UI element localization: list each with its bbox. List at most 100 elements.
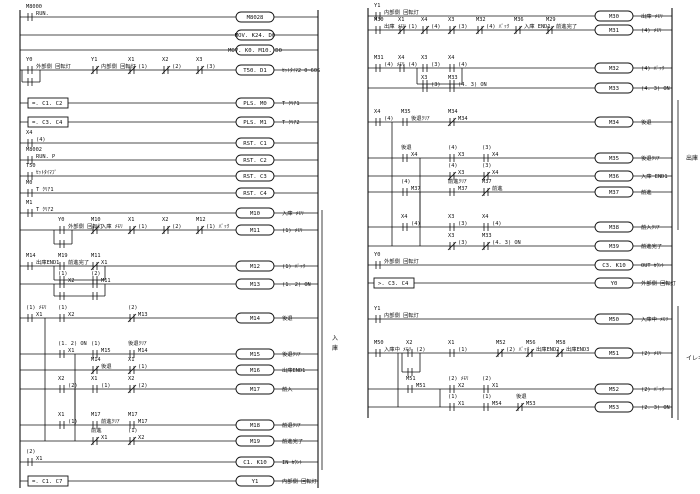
contact-slash (90, 436, 100, 446)
coil-text: M30 (609, 14, 619, 20)
contact-slash (495, 348, 505, 358)
contact-slash (525, 348, 535, 358)
coil-text: MOV. K24. D0 (235, 33, 275, 39)
device-label: M52 (496, 340, 506, 346)
device-comment: 出庫 ﾒﾓﾘ (384, 22, 406, 30)
device-comment: 出庫END1 (36, 258, 59, 266)
device-label: (2) (26, 449, 36, 455)
coil-comment: (4) ﾒﾓﾘ (641, 27, 662, 34)
contact-slash (127, 225, 137, 235)
device-label: M51 (406, 376, 416, 382)
coil-comment: (4) ﾊﾞｯｸ (641, 65, 665, 72)
device-label: (2) (91, 271, 101, 277)
device-label: X4 (401, 214, 407, 220)
device-label: 後退 (401, 143, 412, 151)
device-label: X4 (421, 17, 427, 23)
contact-slash (481, 171, 491, 181)
device-comment: M11 (101, 278, 111, 284)
device-label: X4 (374, 109, 380, 115)
device-comment: 内部側 回転灯 (101, 62, 137, 70)
coil-text: M13 (250, 282, 260, 288)
device-comment: X4 (492, 152, 498, 158)
contact-slash (90, 365, 100, 375)
coil-text: M15 (250, 352, 260, 358)
device-comment: 出庫END3 (566, 345, 589, 353)
device-label: X1 (398, 17, 404, 23)
device-comment: M14 (138, 348, 148, 354)
device-comment: X1 (101, 260, 107, 266)
coil-text: M14 (250, 316, 261, 322)
device-label: M30 (374, 17, 384, 23)
device-label: X4 (448, 55, 454, 61)
device-comment: M13 (138, 312, 148, 318)
device-comment: (2) (172, 64, 182, 70)
coil-comment: (2. 3) ON (641, 405, 670, 411)
contact-slash (513, 25, 523, 35)
device-comment: (4) (384, 116, 394, 122)
device-comment: 前進完了 (68, 258, 89, 266)
device-label: (1) (128, 428, 138, 434)
instruction-box (27, 475, 69, 487)
coil-text: M32 (609, 66, 619, 72)
device-comment: X1 (68, 348, 74, 354)
coil-text: M39 (609, 244, 619, 250)
coil-text: M19 (250, 439, 260, 445)
device-comment: (3) (431, 62, 441, 68)
contact-slash (481, 241, 491, 251)
coil-comment: T ｸﾘｱ2 (282, 119, 300, 126)
contact-slash (161, 225, 171, 235)
coil-text: M31 (609, 28, 619, 34)
device-comment: (3) (458, 240, 468, 246)
coil-text: M36 (609, 174, 619, 180)
coil-text: M10 (250, 211, 260, 217)
device-comment: 内部側 回転灯 (384, 8, 420, 16)
device-comment: (2) (172, 224, 182, 230)
device-comment: 出庫END2 (536, 345, 559, 353)
contact-slash (420, 25, 430, 35)
coil-comment: (4. 3) ON (641, 86, 670, 92)
device-comment: 入庫中 ﾒﾓﾘ (384, 345, 411, 353)
device-comment: M34 (458, 116, 468, 122)
device-label: X3 (448, 233, 454, 239)
device-label: 後退ｸﾘｱ (128, 339, 147, 347)
contact-slash (447, 171, 457, 181)
contact-slash (195, 225, 205, 235)
contact-slash (481, 187, 491, 197)
device-comment: (2) (138, 383, 148, 389)
device-label: T50 (26, 163, 36, 169)
device-label: X1 (128, 57, 134, 63)
coil-comment: (1) ﾊﾞｯｸ (282, 263, 306, 270)
coil-text: M34 (609, 120, 620, 126)
contact-slash (127, 313, 137, 323)
contact-slash (127, 365, 137, 375)
device-comment: (4) ﾊﾞｯｸ (486, 23, 510, 30)
device-label: X1 (91, 376, 97, 382)
device-comment: (1) (458, 347, 468, 353)
device-label: M11 (91, 253, 101, 259)
device-comment: M51 (416, 383, 426, 389)
coil-text: MOV. K0. M10. D0 (228, 48, 282, 54)
device-label: M14 (91, 357, 101, 363)
device-label: X1 (128, 357, 134, 363)
coil-text: M18 (250, 423, 261, 429)
contact-slash (90, 225, 100, 235)
section-label: 入 (332, 335, 338, 342)
device-comment: 外部側 回転灯 (384, 257, 420, 265)
device-label: M10 (91, 217, 101, 223)
contact-slash (515, 402, 525, 412)
device-label: M34 (448, 109, 458, 115)
device-label: M33 (482, 233, 492, 239)
device-comment: (4) (36, 137, 46, 143)
device-label: X3 (421, 75, 427, 81)
device-label: (1) (448, 394, 458, 400)
device-comment: (1) (138, 224, 148, 230)
instruction-text: =. C1. C7 (32, 479, 62, 485)
device-label: (1) ﾒﾓﾘ (26, 304, 47, 311)
device-label: M17 (91, 412, 101, 418)
coil-text: M52 (609, 387, 619, 393)
device-label: Y0 (374, 252, 380, 258)
instruction-box (373, 277, 415, 289)
device-label: M35 (401, 109, 411, 115)
device-comment: RUN. P (36, 154, 55, 160)
device-comment: T ｸﾘｱ1 (36, 186, 54, 193)
